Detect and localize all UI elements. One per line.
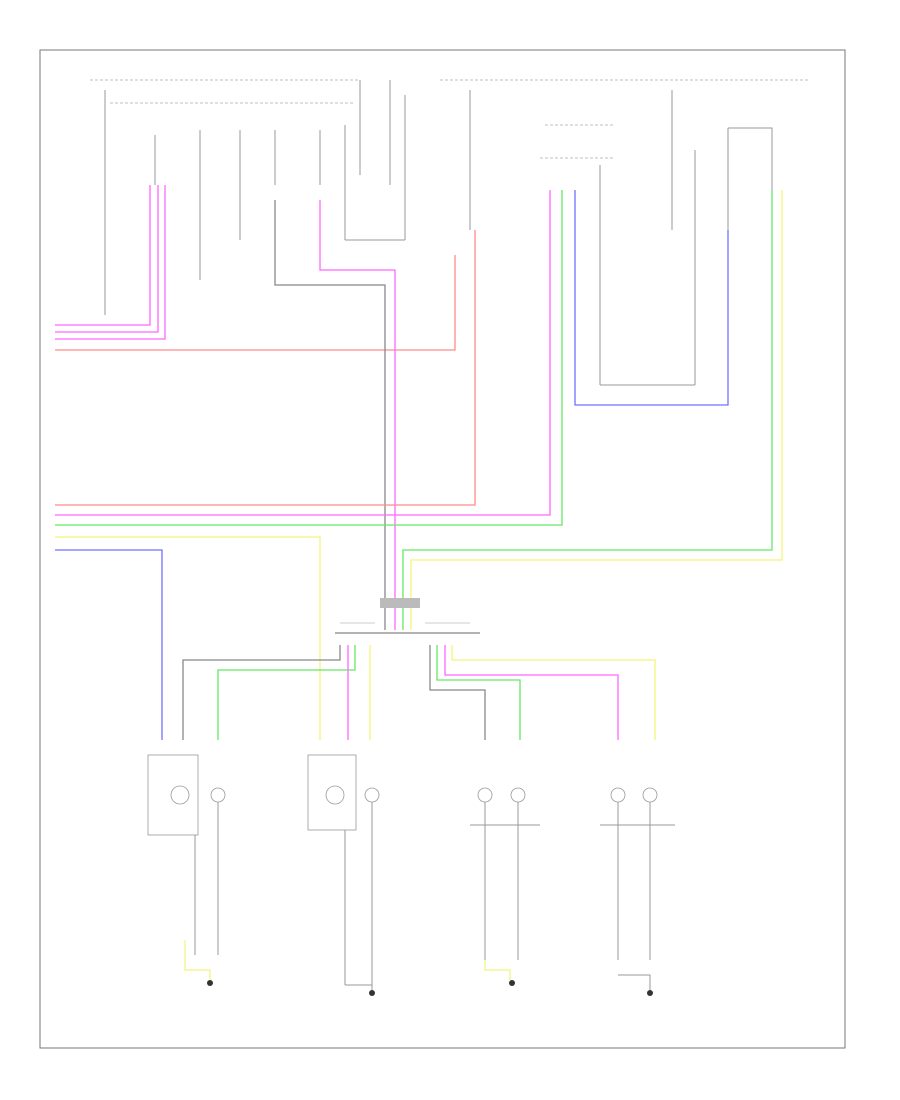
wire-gray (429, 645, 486, 740)
wire-pink (55, 185, 166, 340)
lamp-symbol (642, 787, 658, 803)
branch-wires (182, 645, 656, 740)
ground-wire (345, 984, 373, 990)
ground-icon (369, 990, 375, 996)
fuse-block-area (90, 79, 810, 386)
wire-gray (182, 645, 341, 740)
wire-blue (55, 549, 163, 740)
joint-connector (335, 598, 480, 634)
wire-pink (319, 200, 396, 630)
diagram-frame (39, 49, 846, 1049)
lamp-symbol (210, 787, 226, 803)
courtesy-switch-symbol (610, 787, 626, 803)
wire-yellow (410, 190, 783, 630)
wire-pink (55, 190, 551, 516)
ground-wire (484, 960, 511, 980)
lamp-symbol (364, 787, 380, 803)
wire-pink (55, 185, 159, 333)
wire-gray (274, 200, 386, 630)
ground-icon (647, 990, 653, 996)
wire-red (55, 255, 456, 351)
wire-yellow (55, 536, 321, 740)
wire-vertical (728, 127, 773, 190)
wire-harness (55, 185, 783, 740)
right-rear-door-switch (470, 787, 540, 960)
ground-icon (509, 980, 515, 986)
wire-red (55, 230, 476, 506)
courtesy-switch-symbol (325, 785, 345, 805)
ground-icon (207, 980, 213, 986)
switch-module-box (307, 754, 357, 831)
ground-wire (184, 940, 211, 980)
switch-module-box (147, 754, 199, 836)
wire-green (402, 190, 773, 630)
right-front-door-switch (147, 754, 226, 955)
left-front-door-switch (307, 754, 380, 985)
lamp-symbol (510, 787, 526, 803)
wire-pink (55, 185, 151, 326)
courtesy-switch-symbol (477, 787, 493, 803)
courtesy-switch-symbol (170, 785, 190, 805)
wire-pink (444, 645, 619, 740)
wire-blue (574, 190, 729, 406)
ground-points (184, 940, 653, 996)
left-rear-door-switch (600, 787, 675, 960)
wire-green (436, 645, 521, 740)
wire-green (217, 645, 356, 740)
ground-wire (618, 974, 651, 990)
wire-green (55, 190, 563, 526)
connector-pins (380, 598, 420, 608)
wire-yellow (451, 645, 656, 740)
